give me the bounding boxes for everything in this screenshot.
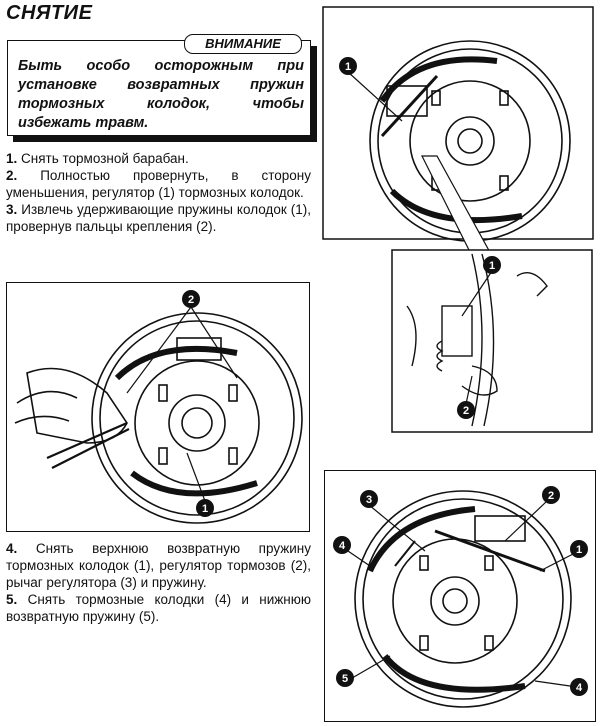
steps-bottom: 4. Снять верхнюю возвратную пружину торм… [6, 540, 311, 625]
callout-label: 1 [202, 503, 208, 515]
step-number: 2. [6, 168, 18, 183]
step-4: 4. Снять верхнюю возвратную пружину торм… [6, 540, 311, 591]
step-number: 3. [6, 202, 18, 217]
step-text: Снять верхнюю возвратную пружину тормозн… [6, 541, 311, 590]
figure-brake-shoes: 3 2 4 1 5 4 [324, 470, 596, 722]
figure-brake-retaining-springs: 2 1 [6, 282, 310, 532]
callout-label: 2 [548, 490, 554, 502]
callout-4-c-left: 4 [333, 536, 351, 554]
callout-4-c-right: 4 [570, 678, 588, 696]
callout-label: 4 [576, 682, 583, 694]
step-2: 2. Полностью провернуть, в сторону умень… [6, 167, 311, 201]
step-number: 5. [6, 592, 18, 607]
callout-label: 2 [463, 405, 469, 417]
step-number: 1. [6, 151, 18, 166]
callout-1-c: 1 [570, 540, 588, 558]
callout-1-a: 1 [196, 499, 214, 517]
steps-top: 1. Снять тормозной барабан. 2. Полностью… [6, 150, 311, 235]
callout-1-b-main: 1 [339, 57, 357, 75]
callout-3-c: 3 [360, 490, 378, 508]
callout-label: 5 [342, 673, 348, 685]
step-text: Извлечь удерживающие пружины колодок (1)… [6, 202, 311, 234]
callout-label: 1 [576, 544, 582, 556]
warning-text: Быть особо осторожным при установке возв… [18, 58, 304, 131]
step-text: Снять тормозные колодки (4) и нижнюю воз… [6, 592, 311, 624]
step-text: Полностью провернуть, в сторону уменьшен… [6, 168, 311, 200]
callout-2-b-inset: 2 [457, 401, 475, 419]
callout-2-a: 2 [182, 290, 200, 308]
figure-brake-adjuster: 1 1 2 [322, 6, 596, 462]
callout-1-b-inset: 1 [483, 256, 501, 274]
brake-illustration-b: 1 1 2 [322, 6, 594, 433]
warning-box [7, 40, 311, 136]
callout-label: 1 [345, 61, 351, 73]
figure-b-inset-frame [391, 249, 593, 433]
callout-label: 3 [366, 494, 372, 506]
brake-illustration-a: 2 1 [14, 290, 303, 524]
callout-2-c: 2 [542, 486, 560, 504]
step-text: Снять тормозной барабан. [21, 151, 189, 166]
callout-label: 2 [188, 294, 194, 306]
step-3: 3. Извлечь удерживающие пружины колодок … [6, 201, 311, 235]
step-1: 1. Снять тормозной барабан. [6, 150, 311, 167]
step-number: 4. [6, 541, 18, 556]
warning-tag: ВНИМАНИЕ [184, 34, 302, 54]
callout-label: 4 [339, 540, 346, 552]
step-5: 5. Снять тормозные колодки (4) и нижнюю … [6, 591, 311, 625]
callout-5-c: 5 [336, 669, 354, 687]
brake-illustration-c: 3 2 4 1 5 4 [333, 486, 588, 708]
callout-label: 1 [489, 260, 495, 272]
section-title: СНЯТИЕ [6, 2, 93, 24]
